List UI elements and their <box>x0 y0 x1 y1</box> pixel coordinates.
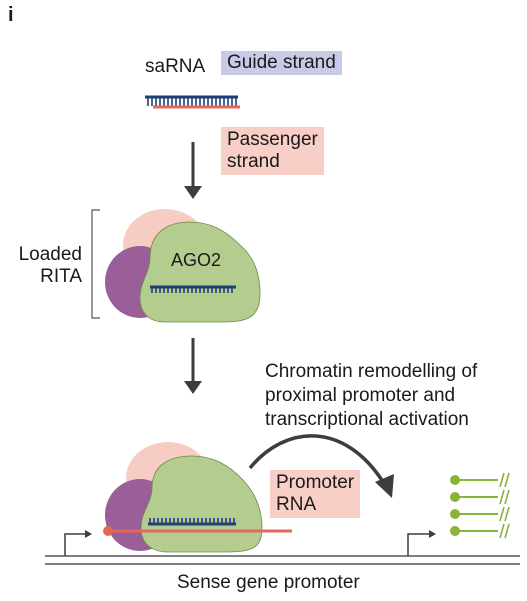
transcript-1 <box>450 472 510 488</box>
down-arrow-1 <box>184 142 202 199</box>
dna-lines <box>45 555 520 565</box>
loaded-rita-complex <box>105 209 261 323</box>
tss-arrow-right <box>407 530 436 556</box>
promoter-bound-complex <box>103 442 292 553</box>
sense-gene-promoter-label: Sense gene promoter <box>177 572 360 593</box>
tss-arrow-left <box>64 530 92 556</box>
transcript-2 <box>450 489 510 505</box>
loaded-rita-label: Loaded RITA <box>18 244 82 287</box>
passenger-strand-label: Passenger strand <box>221 127 324 175</box>
panel-label: i <box>8 4 14 26</box>
chromatin-label: Chromatin remodelling of proximal promot… <box>265 361 478 430</box>
guide-strand-label: Guide strand <box>221 51 342 75</box>
transcripts <box>450 472 510 539</box>
transcript-3 <box>450 506 510 522</box>
curved-arrow <box>248 434 394 498</box>
ago2-label: AGO2 <box>171 250 222 270</box>
transcript-4 <box>450 523 510 539</box>
sarna-label: saRNA <box>145 56 206 77</box>
down-arrow-2 <box>184 338 202 394</box>
loaded-rita-bracket <box>91 209 100 319</box>
sarna-duplex <box>145 95 240 109</box>
promoter-rna-label: Promoter RNA <box>270 470 361 518</box>
